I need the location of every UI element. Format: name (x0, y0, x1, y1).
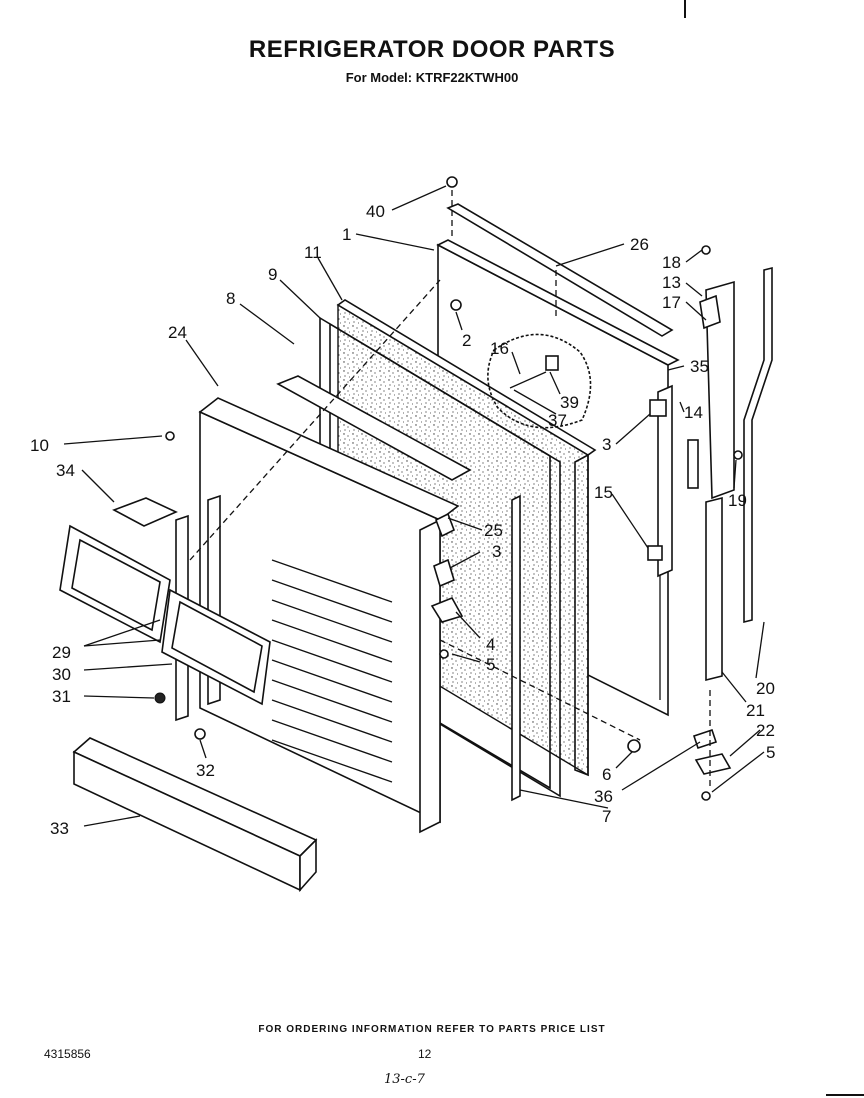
callout-37: 37 (548, 411, 567, 430)
callout-5-lower: 5 (766, 743, 775, 762)
callout-32: 32 (196, 761, 215, 780)
callout-40: 40 (366, 202, 385, 221)
callout-labels: 40 1 11 26 18 9 13 8 17 2 24 16 35 39 37… (30, 202, 775, 838)
door-top-trim (446, 203, 674, 337)
bottom-hinge (692, 728, 732, 775)
scan-corner-mark (826, 1094, 864, 1096)
callout-14: 14 (684, 403, 703, 422)
callout-29: 29 (52, 643, 71, 662)
callout-21: 21 (746, 701, 765, 720)
callout-39: 39 (560, 393, 579, 412)
callout-7: 7 (602, 807, 611, 826)
callout-3-lower: 3 (492, 542, 501, 561)
callout-17: 17 (662, 293, 681, 312)
callout-6: 6 (602, 765, 611, 784)
callout-4: 4 (486, 635, 495, 654)
callout-30: 30 (52, 665, 71, 684)
callout-24: 24 (168, 323, 187, 342)
door-handle-trim (743, 266, 773, 624)
callout-9: 9 (268, 265, 277, 284)
callout-25: 25 (484, 521, 503, 540)
callout-31: 31 (52, 687, 71, 706)
document-number: 4315856 (44, 1047, 91, 1061)
callout-22: 22 (756, 721, 775, 740)
hinge-arm-upper (699, 280, 735, 500)
callout-11: 11 (304, 243, 322, 262)
callout-8: 8 (226, 289, 235, 308)
callout-3-upper: 3 (602, 435, 611, 454)
shelf-front-lower (161, 588, 271, 706)
fastener-screws (154, 176, 743, 801)
scan-edge-mark (684, 0, 686, 18)
callout-13: 13 (662, 273, 681, 292)
callout-10: 10 (30, 436, 49, 455)
detail-inset (487, 333, 592, 429)
callout-36: 36 (594, 787, 613, 806)
page-title: REFRIGERATOR DOOR PARTS (248, 36, 616, 63)
callout-5-upper: 5 (486, 655, 495, 674)
door-side-trim (511, 494, 521, 802)
callout-15: 15 (594, 483, 613, 502)
callout-18: 18 (662, 253, 681, 272)
ordering-note: FOR ORDERING INFORMATION REFER TO PARTS … (258, 1024, 606, 1035)
callout-16: 16 (490, 339, 509, 358)
callout-20: 20 (756, 679, 775, 698)
callout-34: 34 (56, 461, 75, 480)
callout-26: 26 (630, 235, 649, 254)
assembly-guide-lines (189, 190, 711, 790)
door-handle-lower (705, 496, 723, 682)
handwritten-note: 13-c-7 (384, 1072, 425, 1087)
liner-shelf-ribs (271, 559, 393, 783)
callout-35: 35 (690, 357, 709, 376)
model-subtitle: For Model: KTRF22KTWH00 (345, 70, 519, 85)
callout-33: 33 (50, 819, 69, 838)
shelf-front-upper (59, 524, 171, 644)
bottom-bin (72, 737, 318, 893)
callout-2: 2 (462, 331, 471, 350)
hinge-bracket (647, 384, 699, 578)
callout-1: 1 (342, 225, 351, 244)
page-number: 12 (418, 1047, 432, 1061)
leader-lines (63, 185, 765, 827)
dairy-cover (112, 497, 178, 527)
callout-19: 19 (728, 491, 747, 510)
